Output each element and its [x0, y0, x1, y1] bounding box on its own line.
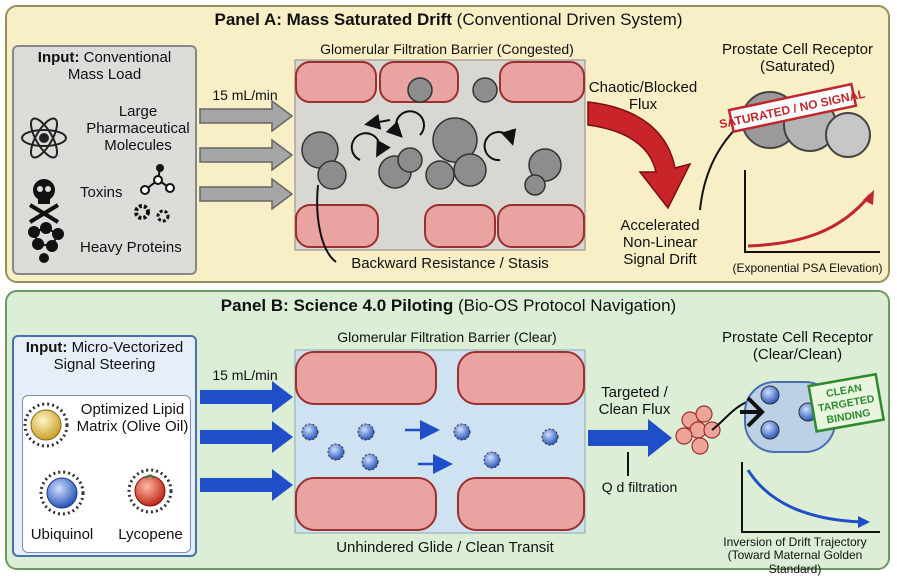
panel-b-barrier-title: Glomerular Filtration Barrier (Clear) — [337, 329, 557, 345]
panel-a-graph-caption: (Exponential PSA Elevation) — [732, 261, 883, 275]
panel-a-barrier-caption: Backward Resistance / Stasis — [351, 255, 549, 272]
panel-b-lycopene-label: Lycopene — [118, 526, 183, 543]
panel-b-flow-rate: 15 mL/min — [212, 367, 278, 383]
panel-a-input-label: Input: Conventional Mass Load — [37, 49, 172, 83]
panel-a-flow-rate: 15 mL/min — [212, 87, 278, 103]
panel-a-molecules-label: Large Pharmaceutical Molecules — [86, 103, 190, 154]
panel-a-receptor-label: Prostate Cell Receptor(Saturated) — [722, 41, 873, 75]
panel-a-title-bold: Panel A: Mass Saturated Drift — [214, 10, 452, 29]
panel-a-title: Panel A: Mass Saturated Drift (Conventio… — [0, 10, 897, 30]
panel-a-barrier-title: Glomerular Filtration Barrier (Congested… — [320, 41, 574, 57]
panel-b-title-rest: (Bio-OS Protocol Navigation) — [457, 296, 677, 315]
panel-b-receptor-label: Prostate Cell Receptor(Clear/Clean) — [722, 329, 873, 363]
panel-b-barrier-caption: Unhindered Glide / Clean Transit — [336, 539, 554, 556]
panel-b-graph-caption: Inversion of Drift Trajectory(Toward Mat… — [723, 535, 867, 576]
panel-b-flux-label: Targeted /Clean Flux — [598, 384, 671, 418]
panel-b-input-label: Input: Micro-Vectorized Signal Steering — [25, 339, 184, 373]
panel-a-title-rest: (Conventional Driven System) — [456, 10, 683, 29]
panel-b-filtration-label: Q d filtration — [601, 479, 678, 495]
panel-a-proteins-label: Heavy Proteins — [80, 239, 182, 256]
panel-a-toxins-label: Toxins — [80, 184, 123, 201]
panel-b-title: Panel B: Science 4.0 Piloting (Bio-OS Pr… — [0, 296, 897, 316]
panel-b-title-bold: Panel B: Science 4.0 Piloting — [220, 296, 454, 315]
panel-b-ubiquinol-label: Ubiquinol — [30, 526, 94, 543]
